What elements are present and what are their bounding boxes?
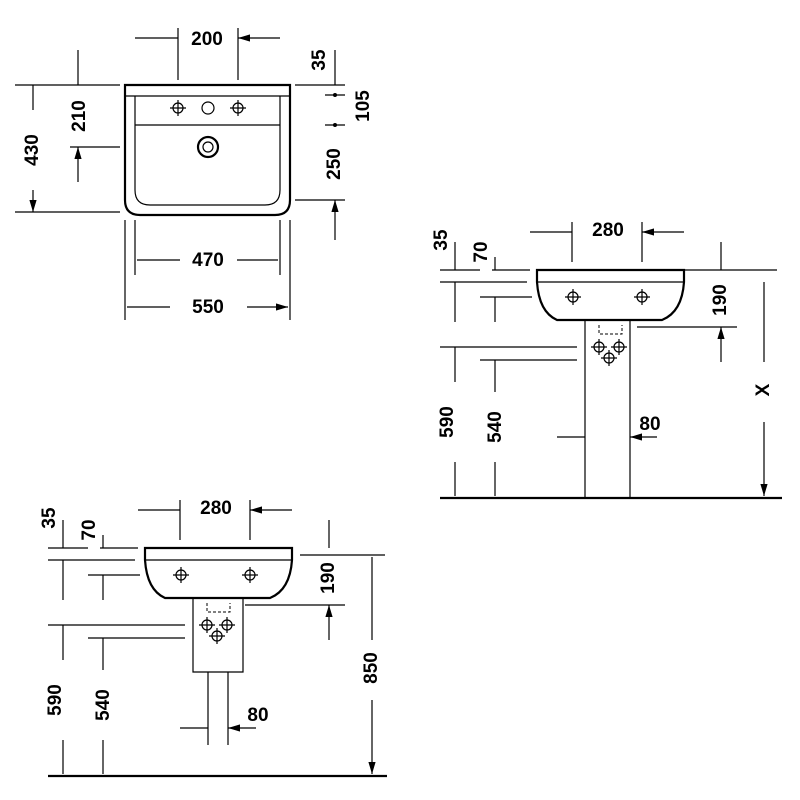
top-view: 200 430 210 35 105 250 470 550: [15, 28, 374, 320]
tap-hole-center: [201, 101, 215, 115]
dim-overflow-height: 70: [79, 519, 100, 540]
dim-total-width: 550: [192, 297, 224, 318]
dim-pedestal-width: 80: [247, 705, 268, 726]
side-view-variable: 280 35 70 190 590 540 X 80: [431, 220, 782, 498]
dim-total-depth: 430: [22, 134, 43, 166]
dim-waste-height: 590: [437, 406, 458, 438]
dim-rim-to-tap: 35: [309, 49, 330, 71]
dim-pedestal-offset: 280: [200, 498, 232, 519]
dim-basin-height: 190: [710, 284, 731, 316]
dim-basin-height: 190: [318, 562, 339, 594]
dim-overflow-to-front: 250: [324, 148, 345, 180]
dim-bowl-width: 470: [192, 250, 224, 271]
dim-mounting-height: 850: [361, 652, 382, 684]
drain-icon: [196, 135, 220, 159]
dim-supply-height: 540: [93, 689, 114, 721]
dim-tap-spacing: 200: [191, 29, 223, 50]
dim-pedestal-offset: 280: [592, 220, 624, 241]
dim-supply-height: 540: [485, 411, 506, 443]
dim-tap-to-overflow: 105: [353, 90, 374, 122]
dim-rim-height: 35: [39, 507, 60, 529]
dim-pedestal-width: 80: [639, 414, 660, 435]
side-view-fixed: 280 35 70 190 590 540 850 80: [39, 498, 387, 776]
dim-waste-height: 590: [45, 684, 66, 716]
dim-rim-height: 35: [431, 229, 452, 251]
basin-outline: [123, 83, 292, 217]
dim-front-depth: 210: [69, 100, 90, 132]
tap-hole-left: [169, 99, 187, 117]
tap-hole-right: [229, 99, 247, 117]
dim-mounting-height: X: [753, 383, 774, 396]
dim-overflow-height: 70: [471, 241, 492, 262]
